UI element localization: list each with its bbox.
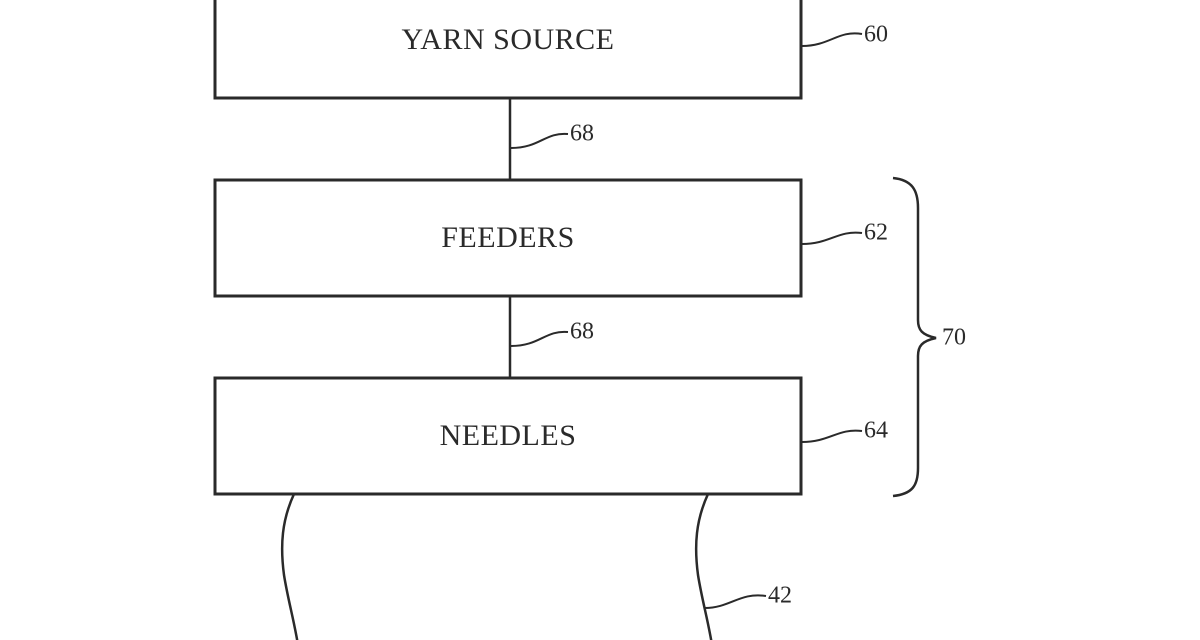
curly-brace	[892, 176, 937, 498]
ref-68-mid: 68	[570, 319, 594, 345]
ref-60-leader	[801, 32, 863, 47]
needles-block: NEEDLES	[213, 376, 803, 496]
output-strand-right	[694, 493, 713, 640]
yarn-source-label: YARN SOURCE	[401, 23, 614, 56]
ref-64: 64	[864, 418, 888, 444]
feeders-box	[213, 178, 803, 298]
feeders-label: FEEDERS	[441, 221, 575, 254]
yarn-source-block: YARN SOURCE	[213, 0, 803, 100]
needles-box	[213, 376, 803, 496]
needles-label: NEEDLES	[440, 419, 577, 452]
feeders-block: FEEDERS	[213, 178, 803, 298]
ref-70: 70	[942, 325, 966, 351]
ref-64-leader	[801, 429, 863, 443]
output-strand-left	[280, 493, 299, 640]
ref-42: 42	[768, 583, 792, 609]
ref-68-top: 68	[570, 121, 594, 147]
ref-68-mid-leader	[510, 330, 569, 347]
ref-62-leader	[801, 231, 863, 245]
ref-60: 60	[864, 22, 888, 48]
yarn-source-box	[213, 0, 803, 100]
ref-42-leader	[704, 594, 767, 609]
ref-68-top-leader	[510, 132, 569, 149]
ref-62: 62	[864, 220, 888, 246]
